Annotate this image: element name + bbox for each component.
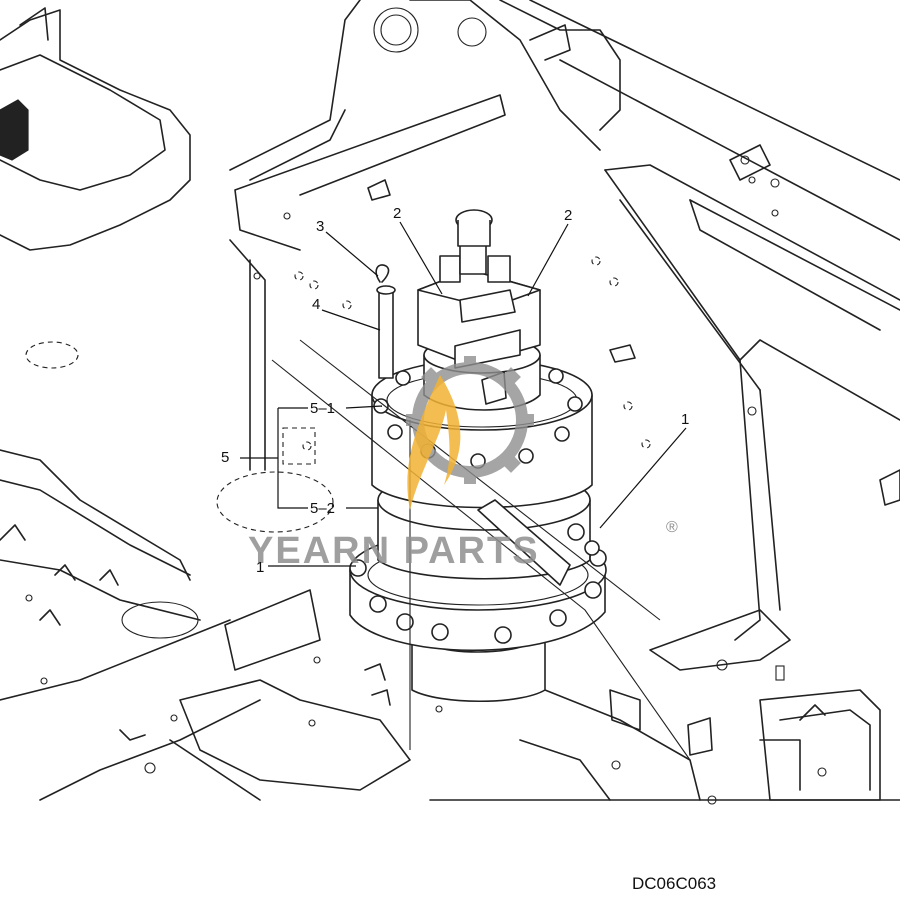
- callout-5-2: 5–2: [310, 500, 335, 517]
- leader-lines: [240, 221, 687, 567]
- callout-5: 5: [221, 449, 229, 466]
- chassis-frame: [0, 0, 900, 805]
- watermark-brand-text: YEARN PARTS: [248, 530, 540, 572]
- gear-logo-icon: [406, 356, 534, 484]
- callout-1-lower: 1: [256, 559, 264, 576]
- callout-2-left: 2: [393, 205, 401, 222]
- callout-5-1: 5–1: [310, 400, 335, 417]
- swing-motor-assembly: [271, 209, 691, 761]
- callout-3: 3: [316, 218, 324, 235]
- drawing-code: DC06C063: [632, 874, 717, 893]
- callout-1-upper: 1: [681, 411, 689, 428]
- dipstick-ring: [375, 264, 390, 283]
- callout-labels: 1 1 2 2 3 4 5 5–1 5–2: [221, 205, 689, 576]
- registered-mark: ®: [666, 519, 678, 536]
- callout-4: 4: [312, 296, 320, 313]
- level-gauge-pipe: [378, 289, 394, 379]
- callout-2-right: 2: [564, 207, 572, 224]
- brand-watermark: YEARN PARTS ®: [248, 356, 678, 572]
- flame-logo-icon: [407, 375, 461, 510]
